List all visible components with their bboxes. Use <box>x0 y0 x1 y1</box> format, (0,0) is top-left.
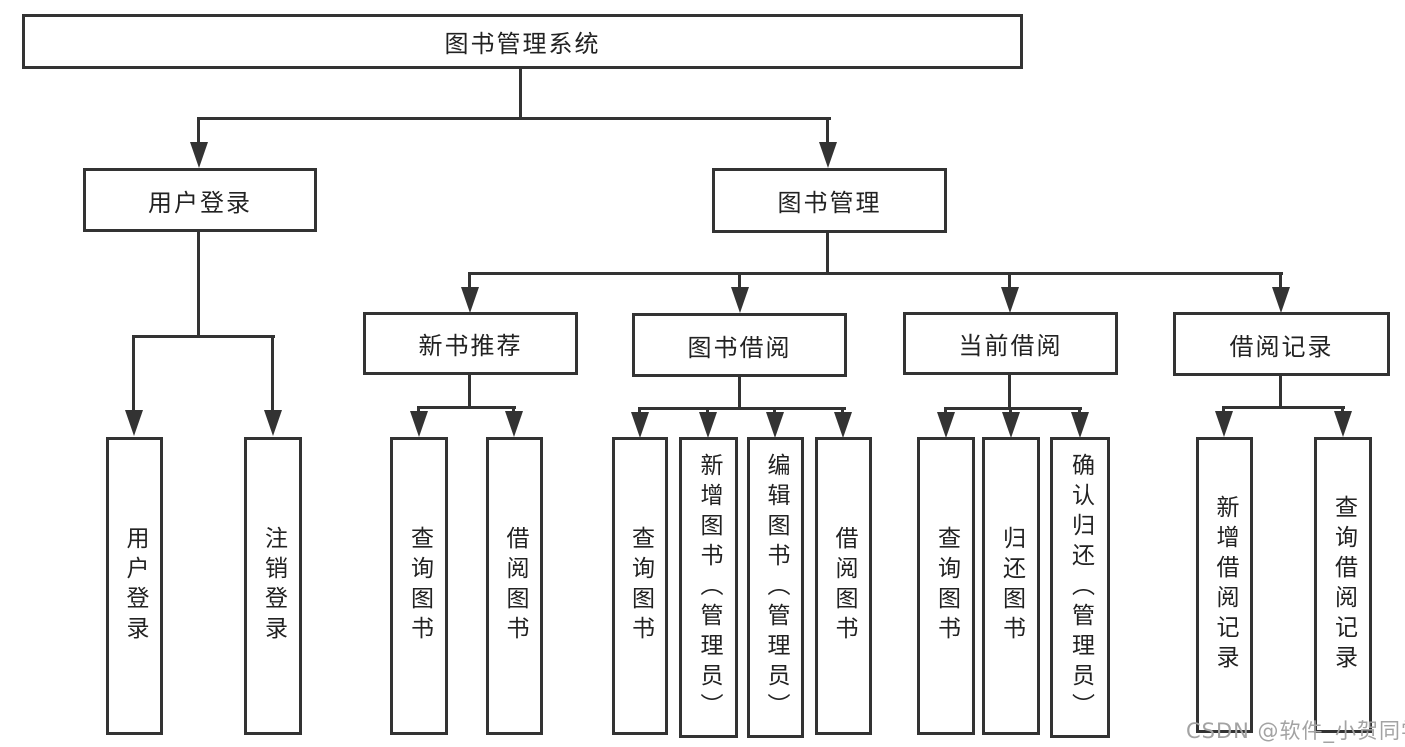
arrowhead-down-icon <box>699 412 717 438</box>
arrowhead-down-icon <box>819 142 837 168</box>
leaf-label: 新增图书（管理员） <box>696 452 722 723</box>
leaf-add-books-admin: 新增图书（管理员） <box>679 437 738 738</box>
node-label: 借阅记录 <box>1229 332 1334 361</box>
connector-line <box>1008 375 1011 410</box>
leaf-user-login: 用户登录 <box>106 437 163 735</box>
connector-line <box>638 407 641 416</box>
node-new-book-recommendation: 新书推荐 <box>363 312 578 375</box>
leaf-label: 编辑图书（管理员） <box>763 452 789 723</box>
leaf-label: 借阅图书 <box>502 526 528 646</box>
connector-line <box>706 407 709 416</box>
connector-line <box>738 272 741 290</box>
arrowhead-down-icon <box>264 410 282 436</box>
connector-line <box>1008 272 1011 290</box>
leaf-add-borrow-record: 新增借阅记录 <box>1196 437 1253 733</box>
connector-line <box>271 335 274 412</box>
node-label: 图书管理 <box>777 189 882 217</box>
arrowhead-down-icon <box>1001 287 1019 313</box>
leaf-borrow-books-recommend: 借阅图书 <box>486 437 543 735</box>
node-label: 用户登录 <box>148 188 252 217</box>
connector-line <box>197 117 831 120</box>
arrowhead-down-icon <box>937 412 955 438</box>
arrowhead-down-icon <box>505 411 523 437</box>
leaf-borrow-books-borrowing: 借阅图书 <box>815 437 872 735</box>
connector-line <box>197 232 200 338</box>
node-borrowing-records: 借阅记录 <box>1173 312 1390 376</box>
connector-line <box>519 69 522 120</box>
leaf-edit-books-admin: 编辑图书（管理员） <box>747 437 804 738</box>
connector-line <box>132 335 135 412</box>
leaf-label: 查询图书 <box>933 526 960 646</box>
connector-line <box>132 335 275 338</box>
connector-line <box>826 117 829 145</box>
node-label: 图书借阅 <box>687 333 792 362</box>
arrowhead-down-icon <box>1071 412 1089 438</box>
leaf-confirm-return-admin: 确认归还（管理员） <box>1050 437 1110 738</box>
arrowhead-down-icon <box>125 410 143 436</box>
node-book-management: 图书管理 <box>712 168 947 233</box>
connector-line <box>826 233 829 275</box>
connector-line <box>638 407 846 410</box>
connector-line <box>468 375 471 409</box>
arrowhead-down-icon <box>1002 412 1020 438</box>
leaf-label: 用户登录 <box>122 526 148 646</box>
arrowhead-down-icon <box>1272 287 1290 313</box>
connector-line <box>773 407 776 416</box>
connector-line <box>738 377 741 410</box>
leaf-label: 新增借阅记录 <box>1212 495 1238 675</box>
leaf-return-books: 归还图书 <box>982 437 1040 735</box>
leaf-label: 注销登录 <box>260 526 287 646</box>
node-label: 当前借阅 <box>958 332 1063 360</box>
node-label: 新书推荐 <box>418 332 523 360</box>
arrowhead-down-icon <box>461 287 479 313</box>
leaf-label: 确认归还（管理员） <box>1067 452 1094 723</box>
connector-line <box>1279 376 1282 409</box>
leaf-logout: 注销登录 <box>244 437 302 735</box>
connector-line <box>944 407 947 416</box>
connector-line <box>417 406 516 409</box>
leaf-query-books-borrowing: 查询图书 <box>612 437 668 735</box>
arrowhead-down-icon <box>1334 411 1352 437</box>
leaf-label: 查询图书 <box>627 526 654 646</box>
csdn-watermark: CSDN @软件_小贺同学 <box>1186 719 1405 743</box>
leaf-label: 查询图书 <box>406 526 433 646</box>
connector-line <box>1279 272 1282 290</box>
arrowhead-down-icon <box>731 287 749 313</box>
connector-line <box>197 117 200 145</box>
arrowhead-down-icon <box>410 411 428 437</box>
connector-line <box>468 272 471 290</box>
node-user-login: 用户登录 <box>83 168 317 232</box>
node-library-management-system: 图书管理系统 <box>22 14 1023 69</box>
connector-line <box>469 272 1283 275</box>
arrowhead-down-icon <box>1215 411 1233 437</box>
leaf-query-borrow-record: 查询借阅记录 <box>1314 437 1372 733</box>
node-current-borrowing: 当前借阅 <box>903 312 1118 375</box>
arrowhead-down-icon <box>631 412 649 438</box>
leaf-query-books-current: 查询图书 <box>917 437 975 735</box>
leaf-label: 查询借阅记录 <box>1330 495 1357 675</box>
node-label: 图书管理系统 <box>444 30 601 58</box>
connector-line <box>944 407 1082 410</box>
arrowhead-down-icon <box>190 142 208 168</box>
connector-line <box>841 407 844 416</box>
connector-line <box>1078 407 1081 416</box>
arrowhead-down-icon <box>834 412 852 438</box>
connector-line <box>1222 406 1345 409</box>
leaf-query-books-recommend: 查询图书 <box>390 437 448 735</box>
arrowhead-down-icon <box>766 412 784 438</box>
leaf-label: 借阅图书 <box>831 526 857 646</box>
node-book-borrowing: 图书借阅 <box>632 313 847 377</box>
connector-line <box>1009 407 1012 416</box>
leaf-label: 归还图书 <box>998 526 1025 646</box>
